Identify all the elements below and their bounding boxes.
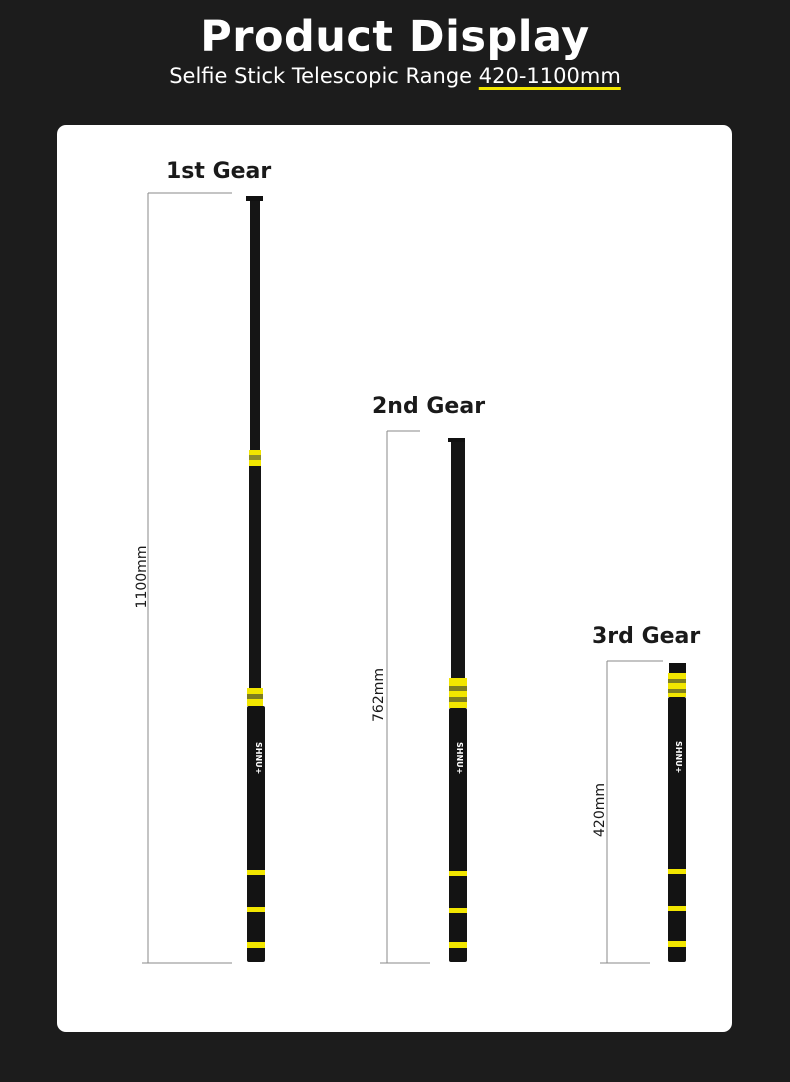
range-highlight: 420-1100mm xyxy=(478,64,621,88)
length-label-2nd: 762mm xyxy=(371,668,387,722)
subtitle-prefix: Selfie Stick Telescopic Range xyxy=(169,64,479,88)
page-subtitle: Selfie Stick Telescopic Range 420-1100mm xyxy=(0,64,790,88)
brand-mark-3: SHNU+ xyxy=(674,741,683,773)
length-label-1st: 1100mm xyxy=(134,545,150,609)
product-panel xyxy=(57,125,732,1032)
brand-mark-2: SHNU+ xyxy=(455,742,464,774)
stick-1st-gear: SHNU+ xyxy=(246,196,265,962)
page-title: Product Display xyxy=(200,12,590,62)
gear-label-3rd: 3rd Gear xyxy=(592,624,701,649)
gear-label-1st: 1st Gear xyxy=(166,159,272,184)
length-label-3rd: 420mm xyxy=(592,783,608,837)
stick-2nd-gear: SHNU+ xyxy=(448,438,467,962)
measure-2nd-gear xyxy=(380,430,430,964)
stick-3rd-gear: SHNU+ xyxy=(668,663,686,962)
measure-3rd-gear xyxy=(600,660,663,964)
brand-mark-1: SHNU+ xyxy=(254,742,263,774)
gear-label-2nd: 2nd Gear xyxy=(372,394,486,419)
measure-1st-gear xyxy=(142,192,232,964)
